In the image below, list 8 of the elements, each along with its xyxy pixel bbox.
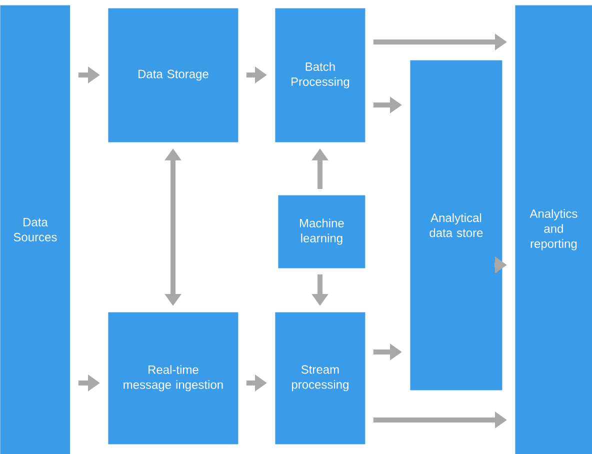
process-box: Real-time message ingestion — [108, 312, 238, 444]
process-box: Batch Processing — [275, 8, 366, 142]
process-box: Data Storage — [108, 8, 238, 142]
process-box: Analytical data store — [410, 60, 502, 390]
process-box: Analytics and reporting — [515, 5, 592, 454]
process-box: Machine learning — [278, 195, 366, 268]
process-box: Stream processing — [275, 312, 366, 444]
process-box: Data Sources — [0, 5, 70, 454]
